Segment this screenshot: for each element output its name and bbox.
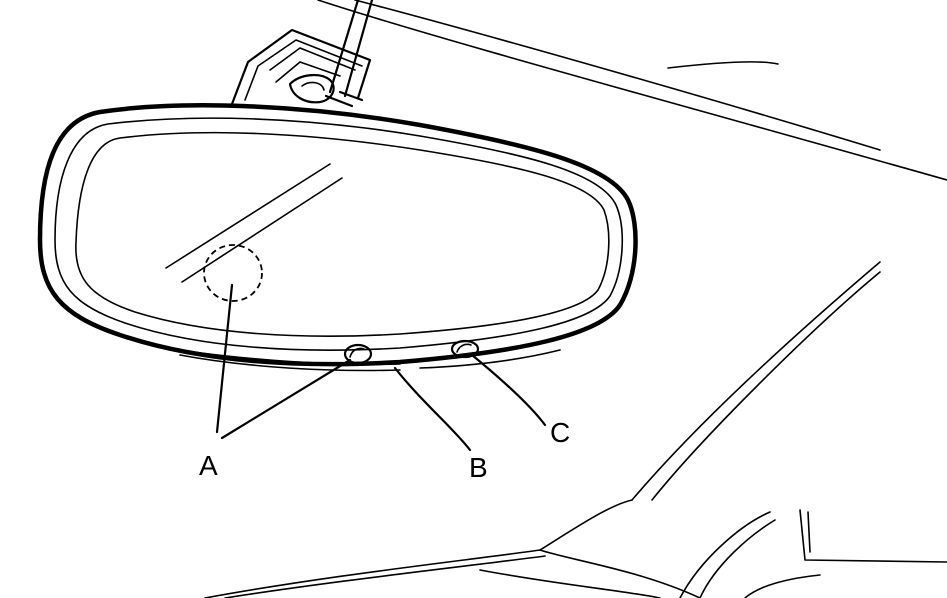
lower-trim-lines xyxy=(204,499,947,598)
mirror-housing xyxy=(37,103,638,372)
indicator-button xyxy=(450,339,480,359)
windshield-headliner-lines xyxy=(317,0,947,501)
light-sensor-dashed-circle xyxy=(203,244,263,302)
bottom-light-sensor xyxy=(343,343,373,365)
callout-label-b: B xyxy=(469,452,488,483)
mirror-mount-bracket xyxy=(230,0,374,108)
glass-reflection-lines xyxy=(165,163,343,283)
callout-leader-lines xyxy=(215,283,547,452)
callout-label-a: A xyxy=(199,450,218,481)
callout-label-c: C xyxy=(550,417,570,448)
